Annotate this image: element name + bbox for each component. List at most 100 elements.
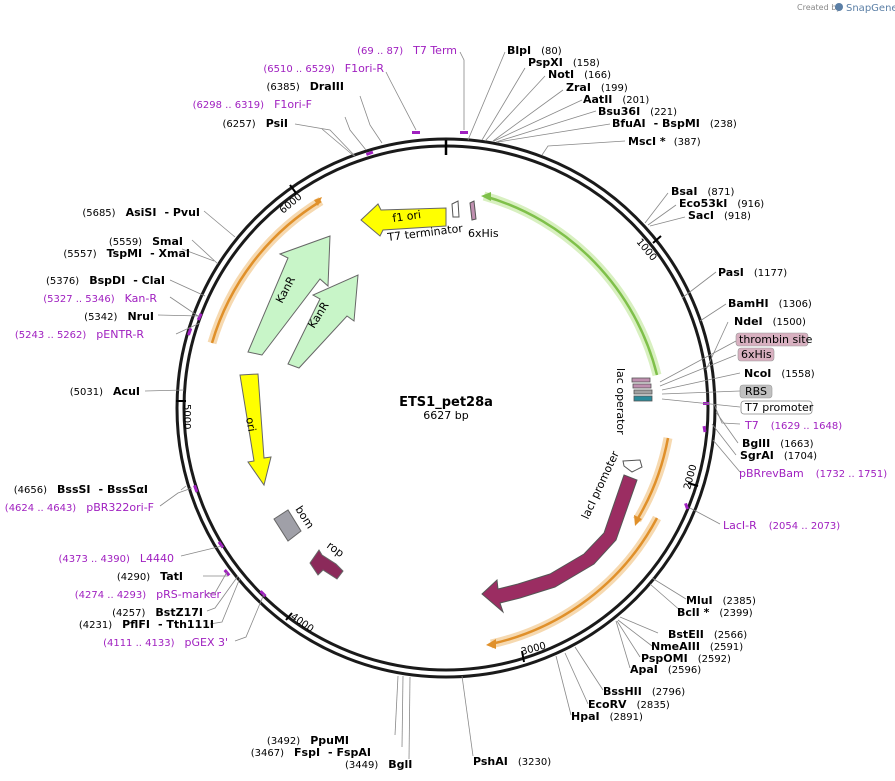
svg-text:(4274 .. 4293)pRS-marker: (4274 .. 4293)pRS-marker: [75, 588, 222, 601]
site-pspxi: PspXI: [528, 56, 563, 69]
svg-text:(5342)NruI: (5342)NruI: [84, 310, 154, 323]
rbs-marker: [633, 389, 653, 395]
site-saci: SacI: [688, 209, 714, 222]
ori-label: ori: [243, 416, 258, 432]
his6-box: [737, 347, 775, 362]
svg-text:BclI *(2399): BclI *(2399): [677, 606, 753, 619]
svg-text:BssHII(2796): BssHII(2796): [603, 685, 685, 698]
svg-text:BsaI(871): BsaI(871): [671, 185, 734, 198]
created-by-credit: Created by: [797, 3, 841, 12]
svg-text:BfuAI- BspMI(238): BfuAI- BspMI(238): [612, 117, 737, 130]
site-pgex3: pGEX 3': [184, 636, 228, 649]
svg-text:(5327 .. 5346)Kan-R: (5327 .. 5346)Kan-R: [43, 292, 157, 305]
site-bsshii: BssHII: [603, 685, 642, 698]
svg-text:(5685)AsiSI- PvuI: (5685)AsiSI- PvuI: [82, 206, 200, 219]
site-bstz17i: BstZ17I: [155, 606, 203, 619]
svg-text:(4656)BssSI- BssSαI: (4656)BssSI- BssSαI: [14, 483, 148, 496]
pentr-r-mark: [187, 327, 193, 336]
site-bsteii: BstEII: [668, 628, 704, 641]
site-fspi: FspI: [294, 746, 320, 759]
t7-promoter-marker: [633, 395, 653, 402]
tick-5000: 5000: [181, 404, 192, 429]
rbs-label: RBS: [745, 385, 767, 398]
svg-text:PspOMI(2592): PspOMI(2592): [641, 652, 731, 665]
his6-top-label: 6xHis: [468, 227, 499, 240]
site-f1ori-r: F1ori-R: [345, 62, 385, 75]
svg-text:(6257)PsiI: (6257)PsiI: [222, 117, 288, 130]
orf-laci-b-glow: [490, 515, 661, 649]
site-msci: MscI *: [628, 135, 666, 148]
orf-kanr-arrowhead: [314, 197, 322, 206]
kanr-outer-arrow: [247, 235, 331, 356]
laci-promoter-arrow: [622, 459, 643, 473]
svg-text:AatII(201): AatII(201): [583, 93, 649, 106]
svg-text:(6298 .. 6319)F1ori-F: (6298 .. 6319)F1ori-F: [193, 98, 312, 111]
snapgene-brand: SnapGene: [846, 3, 895, 14]
svg-text:NcoI(1558): NcoI(1558): [744, 367, 815, 380]
svg-text:SacI(918): SacI(918): [688, 209, 751, 222]
svg-text:BamHI(1306): BamHI(1306): [728, 297, 812, 310]
site-psii: PsiI: [266, 117, 288, 130]
site-ppumi: PpuMI: [310, 734, 349, 747]
site-pspomi: PspOMI: [641, 652, 688, 665]
svg-text:T7(1629 .. 1648): T7(1629 .. 1648): [744, 419, 842, 432]
svg-text:(4231)PflFI- Tth111I: (4231)PflFI- Tth111I: [79, 618, 214, 631]
orf-laci-a-glow: [633, 437, 673, 523]
svg-text:PshAI(3230): PshAI(3230): [473, 755, 551, 768]
svg-text:ZraI(199): ZraI(199): [566, 81, 628, 94]
site-acui: AcuI: [113, 385, 140, 398]
site-tati: TatI: [160, 570, 183, 583]
svg-text:EcoRV(2835): EcoRV(2835): [588, 698, 670, 711]
snapgene-logo-icon: [835, 3, 843, 11]
svg-text:BglII(1663): BglII(1663): [742, 437, 814, 450]
site-bgli-row: (3449)BglI: [345, 758, 412, 771]
svg-text:LacI-R(2054 .. 2073): LacI-R(2054 .. 2073): [723, 519, 840, 532]
site-bglii: BglII: [742, 437, 770, 450]
svg-text:(6385)DraIII: (6385)DraIII: [266, 80, 344, 93]
site-eco53ki: Eco53kI: [679, 197, 727, 210]
site-bgli: BglI: [388, 758, 412, 771]
svg-text:(6510 .. 6529)F1ori-R: (6510 .. 6529)F1ori-R: [263, 62, 384, 75]
lac-operator-label: lac operator: [614, 368, 627, 435]
t7-promoter-box: [740, 400, 813, 415]
site-bsssi: BssSI: [57, 483, 91, 496]
svg-text:(5243 .. 5262)pENTR-R: (5243 .. 5262)pENTR-R: [15, 328, 144, 341]
site-bfuai: BfuAI: [612, 117, 646, 130]
site-bspdi: BspDI: [89, 274, 125, 287]
site-tspmi: TspMI: [107, 247, 143, 260]
f1-ori-arrow: [360, 203, 447, 237]
svg-text:NotI(166): NotI(166): [548, 68, 611, 81]
svg-text:(3467)FspI- FspAI: (3467)FspI- FspAI: [251, 746, 371, 759]
site-zrai: ZraI: [566, 81, 591, 94]
site-smai: SmaI: [152, 235, 183, 248]
orf-laci-b-arrowhead: [486, 639, 496, 649]
svg-text:(5376)BspDI- ClaI: (5376)BspDI- ClaI: [46, 274, 165, 287]
svg-text:HpaI(2891): HpaI(2891): [571, 710, 643, 723]
svg-text:Bsu36I(221): Bsu36I(221): [598, 105, 677, 118]
orf-laci-a-line: [635, 437, 670, 521]
site-ndei: NdeI: [734, 315, 763, 328]
svg-text:(4290)TatI: (4290)TatI: [117, 570, 183, 583]
his6-top-marker: [469, 200, 477, 221]
orf-ets1-arrowhead: [481, 192, 491, 201]
plasmid-name: ETS1_pet28a: [399, 395, 493, 410]
site-pbrrevbam: pBRrevBam: [739, 467, 804, 480]
site-laci-r: LacI-R: [723, 519, 757, 532]
thrombin-site-box: [735, 332, 809, 347]
site-nrui: NruI: [127, 310, 154, 323]
leader-lines: [144, 51, 741, 760]
site-apai: ApaI: [630, 663, 658, 676]
rop-arrow: [309, 549, 344, 580]
svg-text:(4373 .. 4390)L4440: (4373 .. 4390)L4440: [58, 552, 174, 565]
f1-ori-label: f1 ori: [392, 208, 422, 225]
site-t7term: T7 Term: [412, 44, 457, 57]
svg-text:MluI(2385): MluI(2385): [686, 594, 756, 607]
thrombin-site-label: thrombin site: [739, 333, 813, 346]
site-l4440: L4440: [140, 552, 174, 565]
site-pshai: PshAI: [473, 755, 508, 768]
orf-arcs: [207, 191, 673, 649]
site-asisi: AsiSI: [126, 206, 157, 219]
l4440-mark: [217, 540, 225, 549]
svg-text:NmeAIII(2591): NmeAIII(2591): [651, 640, 743, 653]
